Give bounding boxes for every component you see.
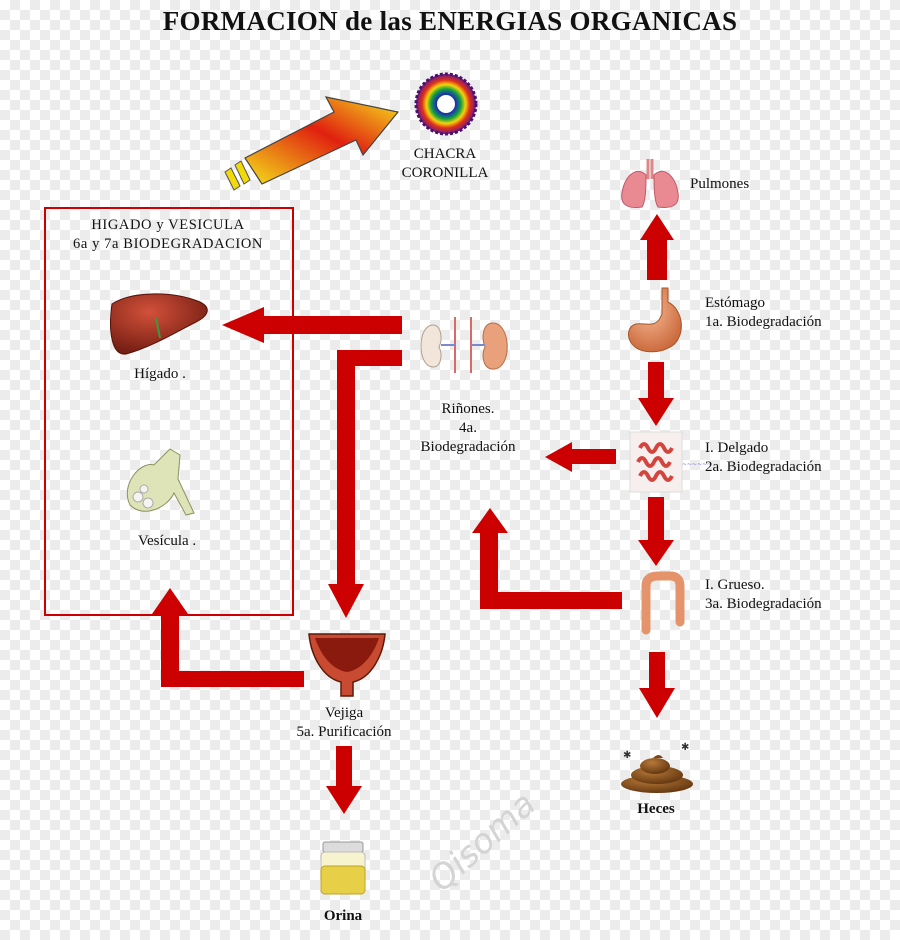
arrow-bladder-to-gallbladder [152,588,304,687]
urine-label: Orina [323,908,363,924]
kidneys-label-line3: Biodegradación [420,439,516,455]
svg-text:~~~~~~: ~~~~~~ [682,461,712,468]
feces-label: Heces [637,801,675,817]
lungs-icon [621,159,679,208]
arrow-stomach-to-lungs [640,214,674,280]
small-intestine-icon: ~~~~~~ [629,431,712,493]
arrow-large-intestine-to-feces [639,652,675,718]
feces-icon: ✱ ✱ [621,742,693,793]
lungs-label: Pulmones [690,176,750,192]
arrow-small-intestine-to-kidneys [545,442,616,472]
liver-label: Hígado . [134,366,186,382]
arrow-kidneys-to-bladder [328,350,402,618]
kidneys-label-line1: Riñones. [441,401,495,417]
chakra-label-line1: CHACRA [413,146,477,162]
svg-text:✱: ✱ [681,742,689,753]
liver-icon [110,293,208,355]
box-title-line1: HIGADO y VESICULA [91,217,245,233]
arrow-kidneys-to-liver [222,307,402,343]
bladder-label-line2: 5a. Purificación [296,724,392,740]
large-intestine-label-line1: I. Grueso. [705,577,765,593]
arrow-large-intestine-to-kidneys [472,508,622,609]
kidneys-label-line2: 4a. [459,420,477,436]
urine-jar-icon [320,841,366,895]
small-intestine-label-line1: I. Delgado [705,440,769,456]
stomach-icon [628,287,682,353]
chakra-label-line2: CORONILLA [401,165,489,181]
svg-text:✱: ✱ [623,750,631,761]
arrow-small-to-large-intestine [638,497,674,566]
energy-arrow [224,96,400,191]
gallbladder-label: Vesícula . [137,533,197,549]
arrow-stomach-to-small-intestine [638,362,674,426]
bladder-label-line1: Vejiga [324,705,364,721]
small-intestine-label-line2: 2a. Biodegradación [705,459,822,475]
bladder-icon [308,633,386,697]
large-intestine-label-line2: 3a. Biodegradación [705,596,822,612]
chakra-wheel-icon [414,72,478,136]
box-title-line2: 6a y 7a BIODEGRADACION [73,236,263,252]
arrow-bladder-to-urine [326,746,362,814]
gallbladder-icon [126,448,195,516]
stomach-label-line2: 1a. Biodegradación [705,314,822,330]
liver-gallbladder-box [44,207,294,616]
large-intestine-icon [641,571,685,635]
kidneys-icon [420,317,508,373]
diagram-title: FORMACION de las ENERGIAS ORGANICAS [162,6,738,36]
stomach-label-line1: Estómago [705,295,765,311]
